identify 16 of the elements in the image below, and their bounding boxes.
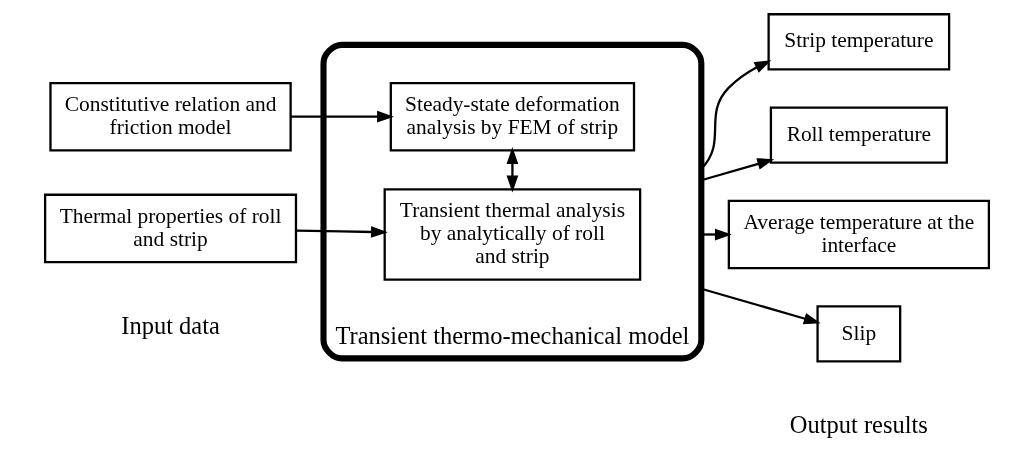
arrow (701, 158, 775, 182)
node-box: Thermal properties of roll and strip (43, 193, 298, 264)
node-box: Slip (816, 305, 902, 363)
label: Output results (789, 411, 928, 439)
node-box: Steady-state deformation analysis by FEM of strip (389, 81, 636, 152)
arrow (506, 147, 519, 193)
arrow (291, 110, 394, 123)
node-box: Average temperature at the interface (727, 199, 991, 270)
node-box: Transient thermal analysis by analytically of roll and strip (383, 188, 642, 281)
arrow (296, 226, 388, 238)
node-box: Roll temperature (769, 106, 948, 164)
node-box: Constitutive relation and friction model (49, 81, 292, 152)
arrow (701, 287, 821, 325)
label: Input data (121, 311, 220, 339)
node-box: Strip temperature (767, 13, 951, 71)
arrow (701, 228, 732, 241)
